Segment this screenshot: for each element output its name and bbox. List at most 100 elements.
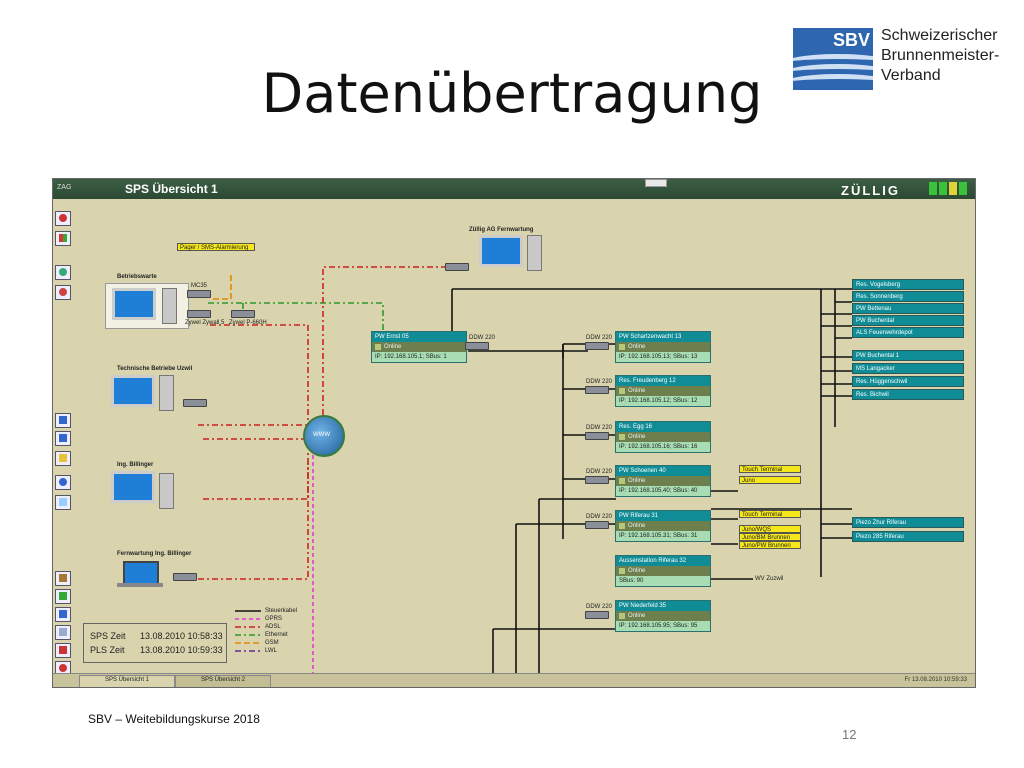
power-icon[interactable] [55, 211, 71, 226]
juno-pw-tag[interactable]: Juno/PW Brunnen [739, 541, 801, 549]
status-date: Fr 13.08.2010 10:59:33 [904, 677, 967, 683]
sbv-logo-mark: SBV [793, 28, 873, 90]
modem-icon[interactable] [585, 476, 609, 484]
station-item[interactable]: Res. Sonnenberg [852, 291, 964, 302]
label-zuellig: Züllig AG Fernwartung [469, 227, 534, 233]
app-titlebar: ZAG SPS Übersicht 1 ZÜLLIG [53, 179, 975, 199]
station-item[interactable]: ALS Feuerwehrdepot [852, 327, 964, 338]
monitor-icon [111, 375, 155, 407]
station-item[interactable]: PW Bettenau [852, 303, 964, 314]
monitor-icon [112, 288, 156, 320]
ddw-label: DDW 220 [586, 604, 613, 610]
bar-chart-icon[interactable] [55, 607, 71, 622]
slide-footer: SBV – Weitebildungskurse 2018 [88, 712, 260, 726]
station-item[interactable]: PW Buchental 1 [852, 350, 964, 361]
router-icon[interactable] [187, 310, 211, 318]
user-login-icon[interactable] [55, 265, 71, 280]
station-item[interactable]: Res. Vogelsberg [852, 279, 964, 290]
wv-zuzwil-label: WV Zuzwil [755, 576, 784, 582]
pc-tower-icon [527, 235, 542, 271]
slide-title: Datenübertragung [261, 62, 763, 125]
ddw-label: DDW 220 [586, 335, 613, 341]
monitor-icon [479, 235, 523, 267]
alarm-icon[interactable] [55, 643, 71, 658]
logo-text: Schweizerischer Brunnenmeister- Verband [881, 26, 999, 86]
billinger-workstation[interactable] [111, 471, 221, 511]
search-icon[interactable] [55, 475, 71, 490]
ddw-label: DDW 220 [586, 469, 613, 475]
touch-terminal-tag[interactable]: Touch Terminal [739, 465, 801, 473]
tab-sps-uebersicht-1[interactable]: SPS Übersicht 1 [79, 675, 175, 687]
label-p660h: Zywel P-660H [229, 320, 267, 326]
windows-icon[interactable] [55, 231, 71, 246]
station-item[interactable]: Piezo 285 Riferau [852, 531, 964, 542]
modem-icon[interactable] [465, 342, 489, 350]
drag-handle[interactable] [645, 179, 667, 187]
sps-time-label: SPS Zeit [90, 631, 126, 641]
edit-icon[interactable] [55, 413, 71, 428]
modem-icon[interactable] [585, 611, 609, 619]
windows-stack-icon[interactable] [55, 431, 71, 446]
modem-icon[interactable] [585, 342, 609, 350]
router-icon[interactable] [187, 290, 211, 298]
station-item[interactable]: Res. Hüggenschwil [852, 376, 964, 387]
juno-wqs-tag[interactable]: Juno/WQS [739, 525, 801, 533]
tools-icon[interactable] [55, 571, 71, 586]
app-title: SPS Übersicht 1 [125, 182, 218, 196]
zuellig-workstation[interactable] [445, 235, 555, 275]
legend-item: GSM [265, 640, 279, 646]
ddw-label: DDW 220 [586, 425, 613, 431]
juno-tag[interactable]: Juno [739, 476, 801, 484]
status-lamp-icon [949, 182, 957, 195]
status-lamp-icon [929, 182, 937, 195]
logo-abbr: SBV [833, 30, 871, 50]
modem-icon[interactable] [585, 432, 609, 440]
folder-icon[interactable] [55, 451, 71, 466]
router-icon[interactable] [231, 310, 255, 318]
trend-icon[interactable] [55, 625, 71, 640]
station-item[interactable]: MS Langacker [852, 363, 964, 374]
billinger-laptop[interactable] [117, 561, 217, 589]
modem-icon[interactable] [585, 386, 609, 394]
juno-bm-tag[interactable]: Juno/BM Brunnen [739, 533, 801, 541]
station-item[interactable]: PW Buchental [852, 315, 964, 326]
station-item[interactable]: Piezo Zhur Riferau [852, 517, 964, 528]
pager-sms-box[interactable]: Pager / SMS-Alarmierung [177, 243, 255, 251]
label-mc35: MC35 [191, 283, 208, 289]
router-icon [183, 399, 207, 407]
pls-time-value: 13.08.2010 10:59:33 [140, 645, 223, 655]
station-item[interactable]: Res. Bichwil [852, 389, 964, 400]
label-technische-betriebe: Technische Betriebe Uzwil [117, 366, 193, 372]
logo-line-2: Brunnenmeister- [881, 47, 1000, 64]
router-icon [445, 263, 469, 271]
legend-item: GPRS [265, 616, 283, 622]
ddw-label: DDW 220 [586, 514, 613, 520]
touch-terminal-tag[interactable]: Touch Terminal [739, 510, 801, 518]
legend-item: Steuerkabel [265, 608, 298, 614]
label-fernwartung-billinger: Fernwartung Ing. Billinger [117, 551, 192, 557]
user-logout-icon[interactable] [55, 285, 71, 300]
network-lines [198, 266, 852, 674]
pc-tower-icon [159, 473, 174, 509]
technische-betriebe-workstation[interactable] [111, 375, 221, 415]
logo-line-1: Schweizerischer [881, 27, 998, 44]
sbv-logo: SBV Schweizerischer Brunnenmeister- Verb… [793, 26, 1008, 96]
swv-icon[interactable] [55, 495, 71, 510]
modem-icon[interactable] [585, 521, 609, 529]
betriebswarte-workstation[interactable] [105, 283, 189, 329]
status-lamp-icon [939, 182, 947, 195]
report-icon[interactable] [55, 589, 71, 604]
tab-sps-uebersicht-2[interactable]: SPS Übersicht 2 [175, 675, 271, 687]
sps-time-value: 13.08.2010 10:58:33 [140, 631, 223, 641]
legend-item: Ethernet [265, 632, 288, 638]
app-brand: ZÜLLIG [841, 183, 900, 198]
router-icon [173, 573, 197, 581]
